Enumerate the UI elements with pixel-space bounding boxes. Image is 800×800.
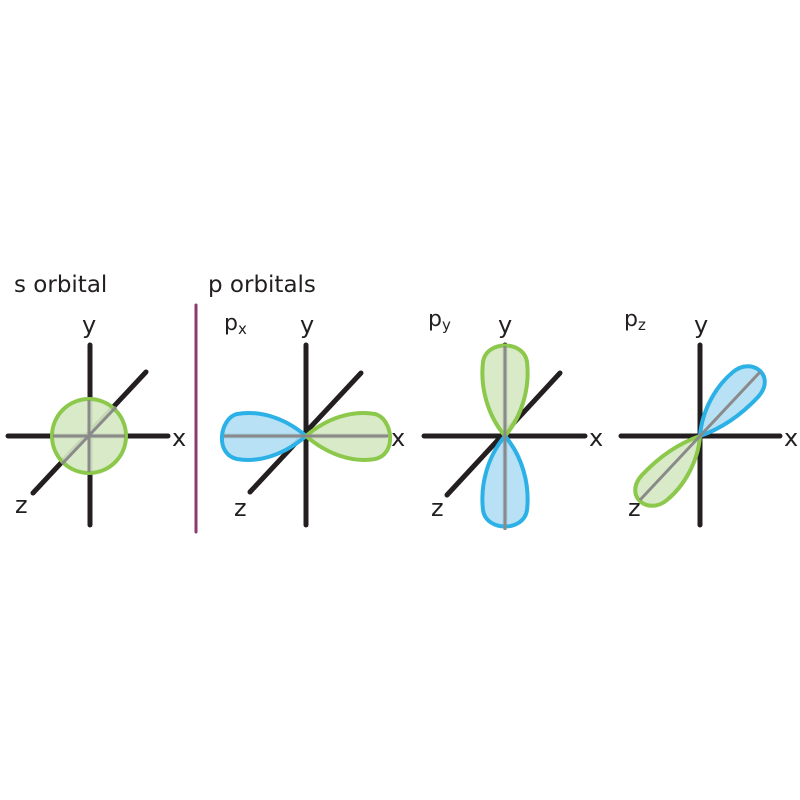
pz-label-sub: z [638,316,646,334]
x-axis-label: x [391,424,405,452]
y-axis-label: y [300,311,314,339]
z-axis-label: z [431,494,444,522]
pz-orbital-panel: pz y x z [618,307,798,528]
y-axis-label: y [498,311,512,339]
pz-label-main: p [624,307,638,332]
py-label-main: p [428,307,442,332]
x-axis-label: x [589,424,603,452]
p-orbitals-title: p orbitals [208,272,316,298]
s-orbital-title: s orbital [14,272,107,298]
px-label-sub: x [238,320,247,338]
px-label: px [224,311,247,338]
px-label-main: p [224,311,238,336]
pz-label: pz [624,307,646,334]
z-axis-inner [60,405,118,466]
z-axis-label: z [628,494,641,522]
y-axis-label: y [694,311,708,339]
py-orbital-panel: py y x z [421,307,603,530]
py-label: py [428,307,451,334]
z-axis-inner [638,370,762,502]
py-label-sub: y [442,316,451,334]
x-axis-label: x [172,424,186,452]
z-axis-label: z [234,494,247,522]
z-axis [247,370,364,495]
y-axis-label: y [82,311,96,339]
z-axis-label: z [15,491,28,519]
px-orbital-panel: px y x z [219,311,405,528]
s-orbital-panel: y x z [5,311,186,528]
x-axis-label: x [784,424,798,452]
